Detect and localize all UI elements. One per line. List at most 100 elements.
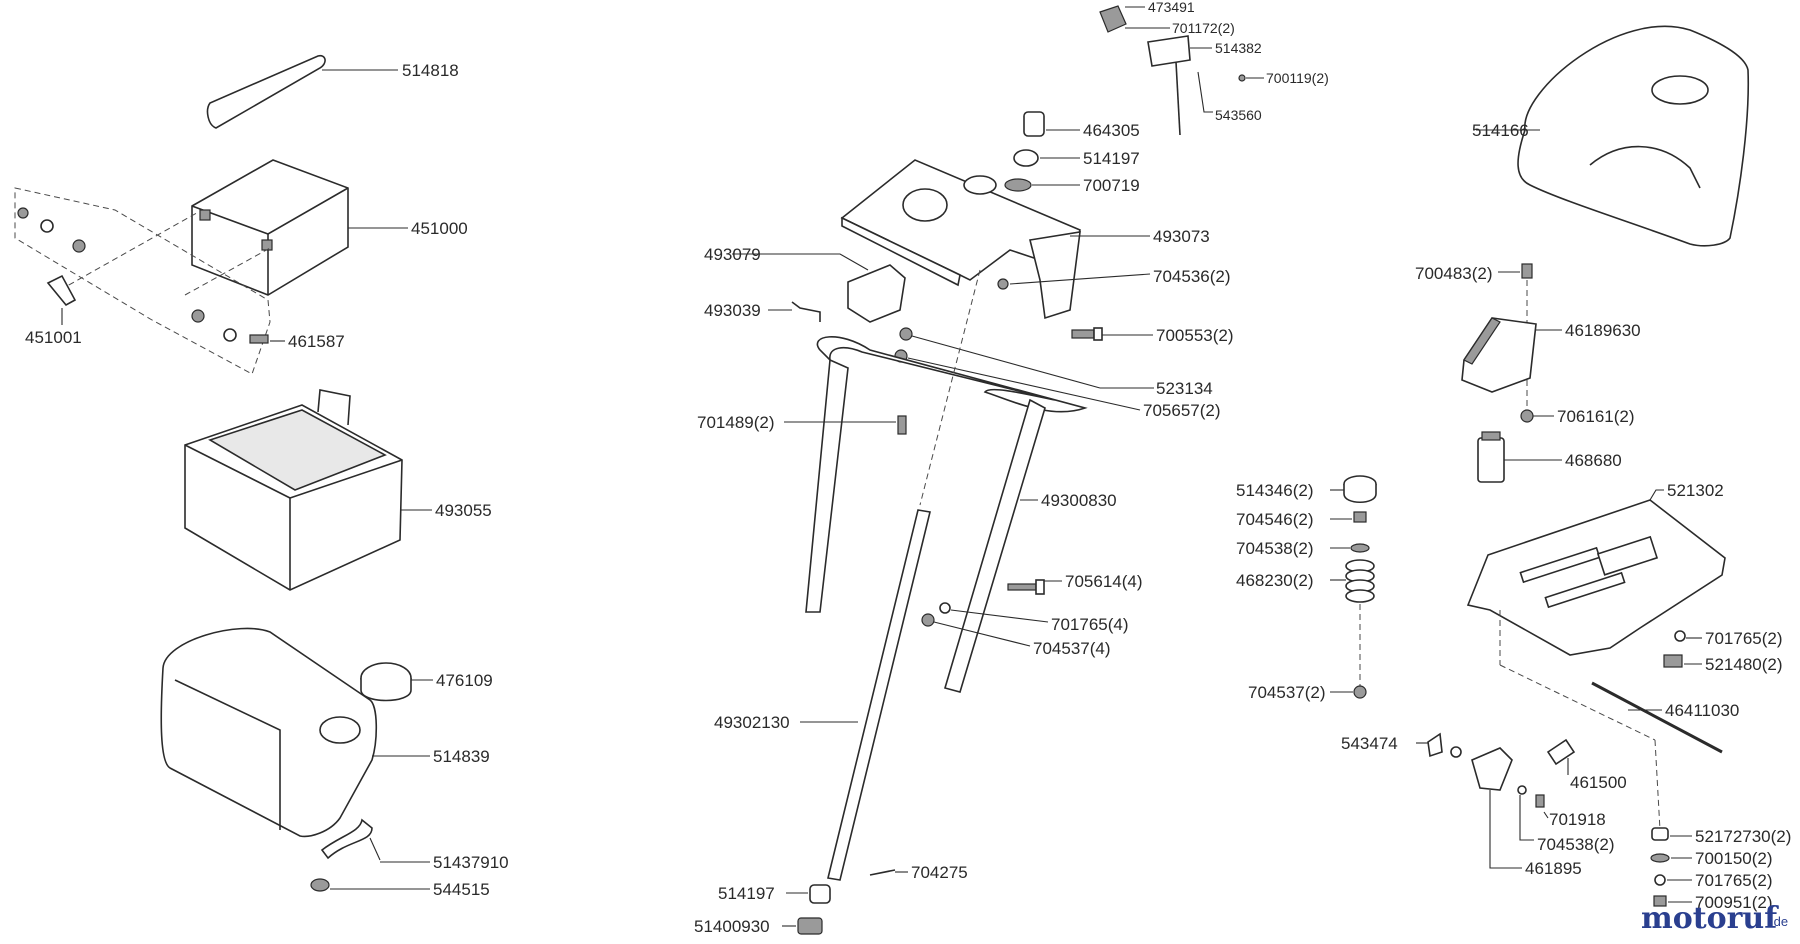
label-514166: 514166 [1472,121,1529,140]
bracket-514382 [1147,35,1212,136]
label-476109: 476109 [436,671,493,690]
label-514346: 514346(2) [1236,481,1314,500]
label-451001: 451001 [25,328,82,347]
steering-shaft-49302130 [800,509,931,881]
label-700483: 700483(2) [1415,264,1493,283]
label-461587: 461587 [288,332,345,351]
label-704275: 704275 [911,863,968,882]
label-51437910: 51437910 [433,853,509,872]
label-46411030: 46411030 [1665,701,1739,720]
label-523134: 523134 [1156,379,1213,398]
screw-701489 [784,415,907,435]
spring-468230 [1345,559,1375,603]
label-706161: 706161(2) [1557,407,1635,426]
hose-clamp-544515 [310,878,430,892]
lever-461895 [1471,747,1522,869]
watermark-tld: .de [1770,914,1788,929]
label-493079: 493079 [704,245,761,264]
label-51400930: 51400930 [694,917,770,936]
bracket-493079 [732,253,906,323]
label-700119: 700119(2) [1266,70,1329,86]
label-514197-lower: 514197 [718,884,775,903]
washer-704538 [1350,543,1370,553]
bushing-514197-lower [786,884,831,904]
fuel-tank-514839 [160,627,430,838]
bolt-700483 [1521,263,1533,279]
screw-kit-outline [14,187,271,375]
label-468230: 468230(2) [1236,571,1314,590]
bushing-52172730 [1651,827,1669,841]
label-704537-4: 704537(4) [1033,639,1111,658]
label-461500: 461500 [1570,773,1627,792]
switch-468680 [1477,431,1562,483]
label-544515: 544515 [433,880,490,899]
watermark-brand: motoruf [1641,901,1779,936]
label-704537-2: 704537(2) [1248,683,1326,702]
clip-493039 [768,301,821,322]
label-705614: 705614(4) [1065,572,1143,591]
label-464305: 464305 [1083,121,1140,140]
battery-451000 [191,159,408,296]
label-543474: 543474 [1341,734,1398,753]
shaft-axis-dash [919,269,981,506]
label-700553: 700553(2) [1156,326,1234,345]
bushing-514197 [1013,149,1080,167]
label-52172730: 52172730(2) [1695,827,1791,846]
seat-514166 [1476,25,1750,247]
label-705657: 705657(2) [1143,401,1221,420]
label-701765-4: 701765(4) [1051,615,1129,634]
fuel-cap-476109 [360,662,433,702]
rod-46411030 [1591,681,1723,754]
label-49300830: 49300830 [1041,491,1117,510]
label-473491: 473491 [1148,0,1195,15]
label-701765-2-lower: 701765(2) [1695,871,1773,890]
terminal-451001 [46,274,77,325]
label-521480: 521480(2) [1705,655,1783,674]
fuel-hose-51437910 [320,818,430,863]
console-plate-493073 [840,159,1150,320]
battery-strap-514818 [206,54,398,129]
bracket-46189630 [1461,317,1562,393]
label-468680: 468680 [1565,451,1622,470]
washer-700719 [1004,178,1080,192]
battery-tray-493055 [184,389,432,591]
label-701172: 701172(2) [1172,20,1235,36]
steering-hub-473491 [1099,5,1145,33]
nut-704537-lower [1353,685,1367,699]
label-514818: 514818 [402,61,459,80]
label-543560: 543560 [1215,107,1262,123]
spring-461500 [1546,738,1576,775]
label-700951: 700951(2) [1695,893,1773,912]
label-521302: 521302 [1667,481,1724,500]
label-704546: 704546(2) [1236,510,1314,529]
label-704536: 704536(2) [1153,267,1231,286]
label-514382: 514382 [1215,40,1262,56]
label-46189630: 46189630 [1565,321,1641,340]
label-493073: 493073 [1153,227,1210,246]
bolt-700951 [1653,895,1667,907]
washer-700150 [1650,853,1670,863]
frame-tube-49300830 [805,336,1088,693]
label-701765-2-upper: 701765(2) [1705,629,1783,648]
battery-screws [17,207,269,344]
label-700719: 700719 [1083,176,1140,195]
washer-701765-lower [1654,874,1666,886]
label-493039: 493039 [704,301,761,320]
label-514197-top: 514197 [1083,149,1140,168]
bushing-464305 [1023,111,1080,137]
label-49302130: 49302130 [714,713,790,732]
label-451000: 451000 [411,219,468,238]
label-701918: 701918 [1549,810,1606,829]
clip-543474 [1416,732,1443,758]
label-704538-upper: 704538(2) [1236,539,1314,558]
label-514839: 514839 [433,747,490,766]
pin-704275 [869,869,908,876]
label-493055: 493055 [435,501,492,520]
label-704538-lower: 704538(2) [1537,835,1615,854]
bolt-704546 [1353,511,1367,523]
bolt-700553 [1071,327,1153,341]
pinion-51400930 [782,917,823,935]
nut-521480 [1663,654,1702,668]
